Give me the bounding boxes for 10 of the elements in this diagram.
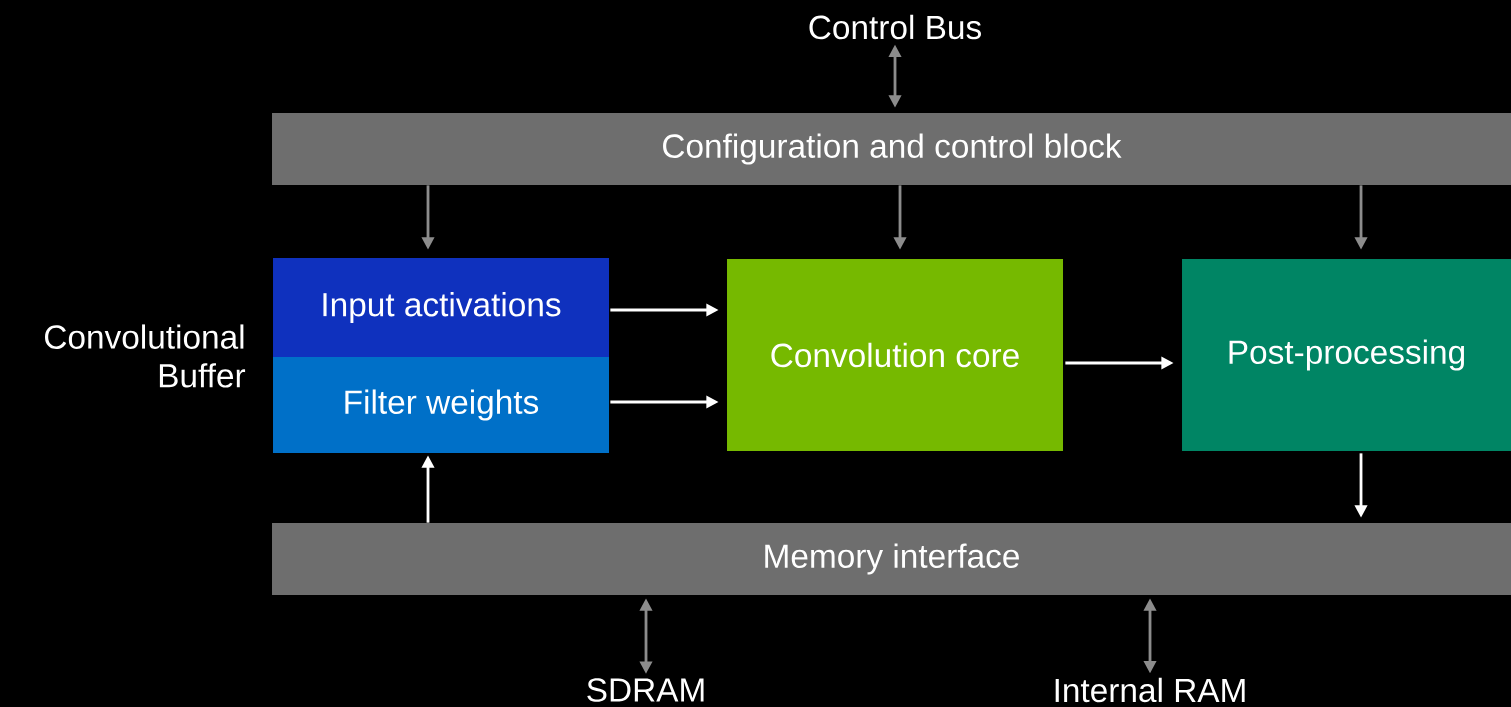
control-block-band: Configuration and control block [272,113,1511,185]
buffer-label: Convolutional Buffer [45,324,246,388]
memory-label: Internal RAM [1055,677,1245,703]
buffer-box: Input activations [273,258,609,357]
buffer-box: Filter weights [273,357,609,453]
bus-label: Control Bus [809,14,981,40]
core-box: Convolution core [727,259,1063,451]
processing-box: Post-processing [1182,259,1511,451]
memory-interface-band: Memory interface [272,523,1511,595]
memory-label: SDRAM [587,678,704,702]
